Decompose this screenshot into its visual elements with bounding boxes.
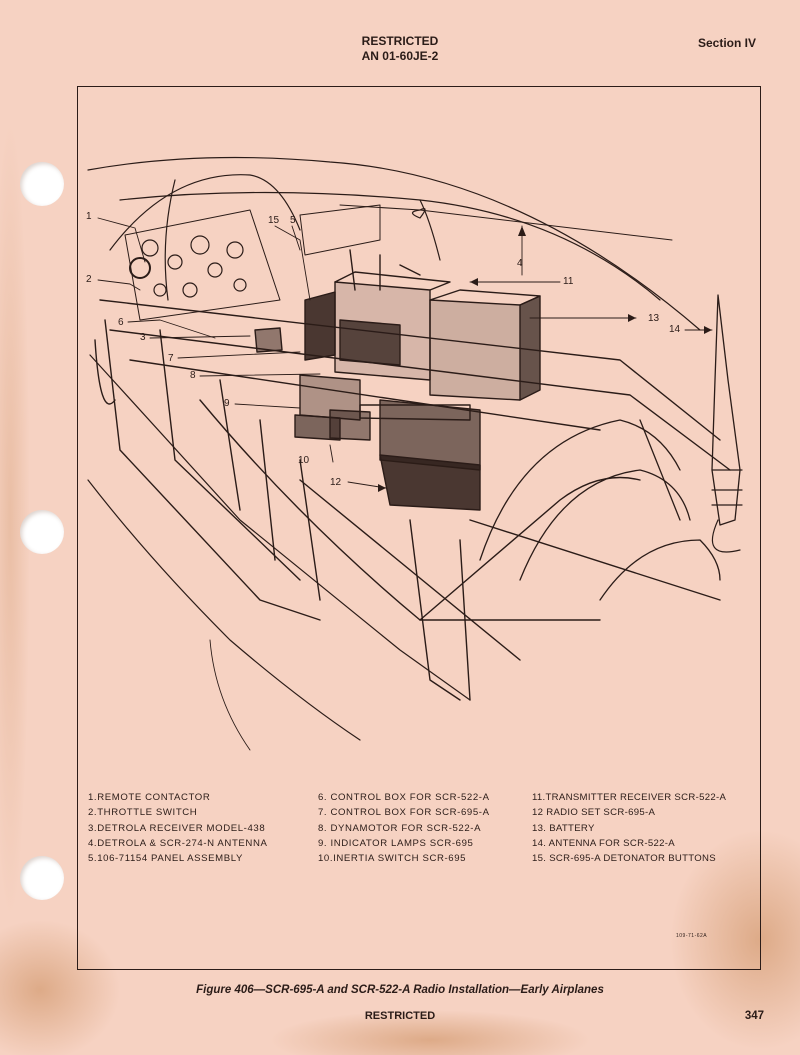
legend-item: 15. SCR-695-A DETONATOR BUTTONS <box>532 853 716 865</box>
legend-item: 3.DETROLA RECEIVER MODEL-438 <box>88 822 266 834</box>
callout-10: 10 <box>298 455 310 466</box>
header-document-number: AN 01-60JE-2 <box>361 49 439 63</box>
legend-item: 14. ANTENNA FOR SCR-522-A <box>532 837 675 849</box>
leader-lines <box>97 217 713 489</box>
callout-1: 1 <box>86 211 92 222</box>
callout-4: 4 <box>517 258 523 269</box>
callout-11: 11 <box>563 276 574 287</box>
figure-frame <box>77 86 761 970</box>
callout-8: 8 <box>190 370 196 381</box>
legend-item: 6. CONTROL BOX FOR SCR-522-A <box>318 792 490 803</box>
legend-item: 13. BATTERY <box>532 822 595 834</box>
equipment-boxes <box>254 249 541 511</box>
fuselage-frame <box>94 299 731 701</box>
figure-caption: Figure 406—SCR-695-A and SCR-522-A Radio… <box>196 984 604 996</box>
callout-15: 15 <box>268 215 280 226</box>
legend-item: 10.INERTIA SWITCH SCR-695 <box>318 853 467 865</box>
callout-3: 3 <box>140 332 146 343</box>
legend-item: 12 RADIO SET SCR-695-A <box>532 807 656 819</box>
binder-hole-middle <box>20 510 64 554</box>
page-number: 347 <box>744 1010 764 1022</box>
legend-item: 2.THROTTLE SWITCH <box>88 807 198 819</box>
legend-column-1: 1.REMOTE CONTACTOR 2.THROTTLE SWITCH 3.D… <box>88 790 267 866</box>
canopy-frame <box>109 174 301 251</box>
binder-hole-top <box>20 162 64 206</box>
legend-item: 7. CONTROL BOX FOR SCR-695-A <box>318 807 490 819</box>
page-header: RESTRICTED AN 01-60JE-2 <box>300 34 500 64</box>
drawing-code: 109-71-62A <box>676 933 708 939</box>
legend-item: 4.DETROLA & SCR-274-N ANTENNA <box>88 837 268 849</box>
legend-item: 8. DYNAMOTOR FOR SCR-522-A <box>318 822 482 834</box>
callout-13: 13 <box>648 313 660 324</box>
antenna-mast <box>711 294 743 553</box>
header-restriction: RESTRICTED <box>361 34 439 48</box>
callout-5: 5 <box>290 215 296 226</box>
bulkhead-arches <box>479 419 721 601</box>
callout-6: 6 <box>118 317 124 328</box>
legend-item: 11.TRANSMITTER RECEIVER SCR-522-A <box>532 792 727 803</box>
legend-item: 5.106-71154 PANEL ASSEMBLY <box>88 853 243 865</box>
legend-item: 1.REMOTE CONTACTOR <box>88 792 211 803</box>
wire-antenna <box>339 204 673 241</box>
fuselage-outline <box>87 156 701 331</box>
footer-restriction: RESTRICTED <box>364 1010 436 1022</box>
legend-item: 9. INDICATOR LAMPS SCR-695 <box>318 837 474 849</box>
instrument-panel <box>124 209 281 321</box>
callout-7: 7 <box>168 353 174 364</box>
binder-hole-bottom <box>20 856 64 900</box>
callout-9: 9 <box>224 398 230 409</box>
header-section: Section IV <box>697 36 756 50</box>
legend-column-3: 11.TRANSMITTER RECEIVER SCR-522-A 12 RAD… <box>532 790 726 866</box>
callout-14: 14 <box>669 324 681 335</box>
legend-column-2: 6. CONTROL BOX FOR SCR-522-A 7. CONTROL … <box>318 790 490 866</box>
callout-12: 12 <box>330 477 342 488</box>
callout-2: 2 <box>86 274 92 285</box>
